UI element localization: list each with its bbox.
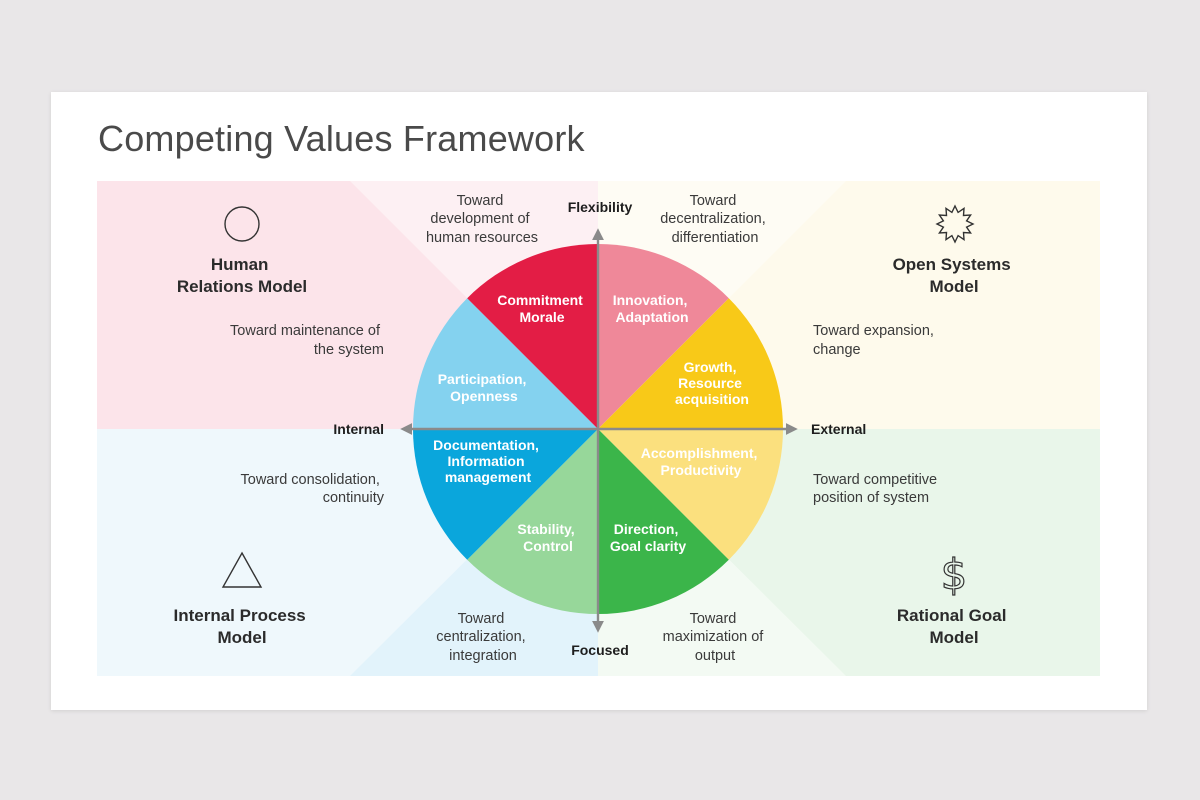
toward-decentralization: Toward decentralization, differentiation (660, 193, 770, 246)
starburst-icon (935, 204, 975, 244)
model-internal-process: Internal Process Model (173, 606, 310, 647)
toward-centralization: Toward centralization, integration (436, 611, 530, 664)
wedge-direction (467, 429, 598, 614)
axis-label-flexibility: Flexibility (568, 199, 633, 215)
page-title: Competing Values Framework (98, 118, 585, 159)
toward-human-resources: Toward development of human resources (426, 193, 538, 246)
model-rational-goal: Rational Goal Model (897, 606, 1011, 647)
wedge-innovation (598, 298, 783, 429)
axis-label-focused: Focused (571, 642, 629, 658)
wedge-label-accomplishment: Accomplishment, Productivity (641, 445, 762, 478)
circle-icon (224, 206, 260, 242)
axis-label-internal: Internal (333, 421, 384, 437)
wedge-label-direction: Direction, Goal clarity (610, 521, 686, 554)
model-human-relations: Human Relations Model (177, 255, 307, 296)
wedge-label-stability: Stability, Control (517, 521, 578, 554)
wedge-participation (467, 244, 598, 429)
triangle-icon (221, 551, 263, 588)
toward-consolidation: Toward consolidation, continuity (241, 472, 385, 506)
wedge-growth (598, 429, 783, 560)
wedge-label-documentation: Documentation, Information management (433, 437, 543, 485)
wedge-label-innovation: Innovation, Adaptation (613, 292, 692, 325)
toward-maintenance: Toward maintenance of the system (230, 323, 384, 358)
wedge-label-growth: Growth, Resource acquisition (675, 359, 749, 407)
dollar-icon: $ (941, 550, 968, 599)
axis-label-external: External (811, 421, 866, 437)
wedge-stability (413, 429, 598, 560)
wedge-commitment (598, 244, 729, 429)
wedge-accomplishment (598, 429, 729, 614)
wedge-label-participation: Participation, Openness (438, 371, 531, 404)
toward-competitive-position: Toward competitive position of system (813, 472, 941, 506)
toward-maximization: Toward maximization of output (663, 611, 768, 664)
toward-expansion: Toward expansion, change (813, 323, 938, 358)
wedge-group (413, 244, 783, 614)
wedge-label-commitment: Commitment Morale (497, 292, 586, 325)
wedge-documentation (413, 298, 598, 429)
model-open-systems: Open Systems Model (893, 255, 1016, 296)
